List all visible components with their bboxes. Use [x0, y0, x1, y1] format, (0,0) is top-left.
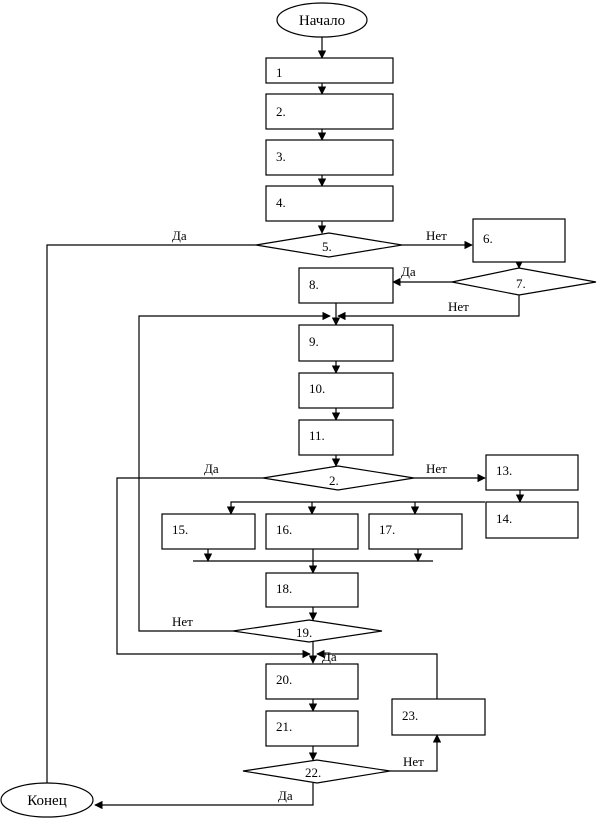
arrow-22-no-23 [390, 734, 442, 772]
label-13: 13. [496, 463, 512, 478]
label-5: 5. [322, 239, 332, 254]
label-15: 15. [172, 522, 188, 537]
arrow-23-loop [316, 649, 438, 699]
label-21: 21. [276, 719, 292, 734]
label-4: 4. [276, 195, 286, 210]
branch-19-yes: Да [322, 649, 337, 664]
process-box-21 [265, 710, 359, 747]
end-label: Конец [27, 793, 66, 809]
branch-labels: Да Нет Да Нет Да Нет Нет Да Нет Да [172, 228, 469, 803]
end-terminal-shape [0, 782, 94, 818]
process-box-10 [298, 372, 394, 409]
process-box-16 [265, 513, 359, 550]
decision-19 [232, 619, 383, 643]
start-terminal: Начало [276, 2, 368, 38]
label-18: 18. [276, 581, 292, 596]
label-1: 1 [276, 65, 283, 80]
label-10: 10. [309, 381, 325, 396]
branch-7-yes: Да [401, 264, 416, 279]
process-box-14 [485, 501, 579, 539]
start-label: Начало [299, 13, 345, 29]
decision-diamonds [232, 232, 597, 784]
arrow-19-no-loop [138, 311, 331, 632]
branch-5-no: Нет [426, 228, 447, 243]
decision-22 [242, 759, 391, 784]
process-box-18 [265, 572, 359, 608]
label-2b: 2. [329, 473, 339, 488]
process-box-8 [298, 267, 394, 304]
label-7: 7. [516, 276, 526, 291]
process-box-3 [265, 139, 394, 176]
node-labels: 1 2. 3. 4. 5. 6. 7. 8. 9. 10. 11. 2. 13.… [172, 65, 526, 780]
process-box-9 [298, 324, 394, 362]
process-box-2 [265, 93, 394, 130]
label-16: 16. [276, 522, 292, 537]
process-box-20 [265, 663, 359, 700]
label-19: 19. [296, 625, 312, 640]
end-terminal: Конец [0, 782, 94, 818]
label-11: 11. [309, 428, 325, 443]
label-8: 8. [309, 277, 319, 292]
arrow-5-yes-end [42, 244, 256, 794]
branch-2b-yes: Да [204, 461, 219, 476]
label-22: 22. [305, 765, 321, 780]
label-20: 20. [276, 672, 292, 687]
process-box-1 [265, 57, 394, 84]
label-14: 14. [496, 511, 512, 526]
decision-7 [451, 267, 597, 296]
label-17: 17. [379, 522, 395, 537]
decision-5 [255, 232, 403, 258]
arrow-d2-yes-20 [116, 477, 311, 659]
start-terminal-shape [276, 2, 368, 38]
arrow-22-yes-end [94, 783, 314, 810]
process-boxes [161, 57, 579, 747]
process-box-17 [368, 513, 463, 550]
process-box-13 [485, 454, 579, 491]
decision-2b [262, 465, 415, 491]
branch-22-yes: Да [278, 788, 293, 803]
branch-7-no: Нет [448, 299, 469, 314]
arrow-7-no-merge [337, 295, 520, 321]
label-23: 23. [402, 708, 418, 723]
process-box-11 [298, 419, 394, 456]
process-box-6 [472, 218, 566, 263]
branch-2b-no: Нет [426, 461, 447, 476]
label-9: 9. [309, 334, 319, 349]
label-2: 2. [276, 104, 286, 119]
branch-19-no: Нет [172, 614, 193, 629]
process-box-15 [161, 513, 256, 550]
label-6: 6. [483, 231, 493, 246]
arrow-split-15 [226, 501, 485, 515]
branch-5-yes: Да [172, 228, 187, 243]
label-3: 3. [276, 149, 286, 164]
branch-22-no: Нет [403, 754, 424, 769]
process-box-23 [391, 698, 486, 736]
process-box-4 [265, 185, 394, 222]
connectors [42, 37, 525, 810]
